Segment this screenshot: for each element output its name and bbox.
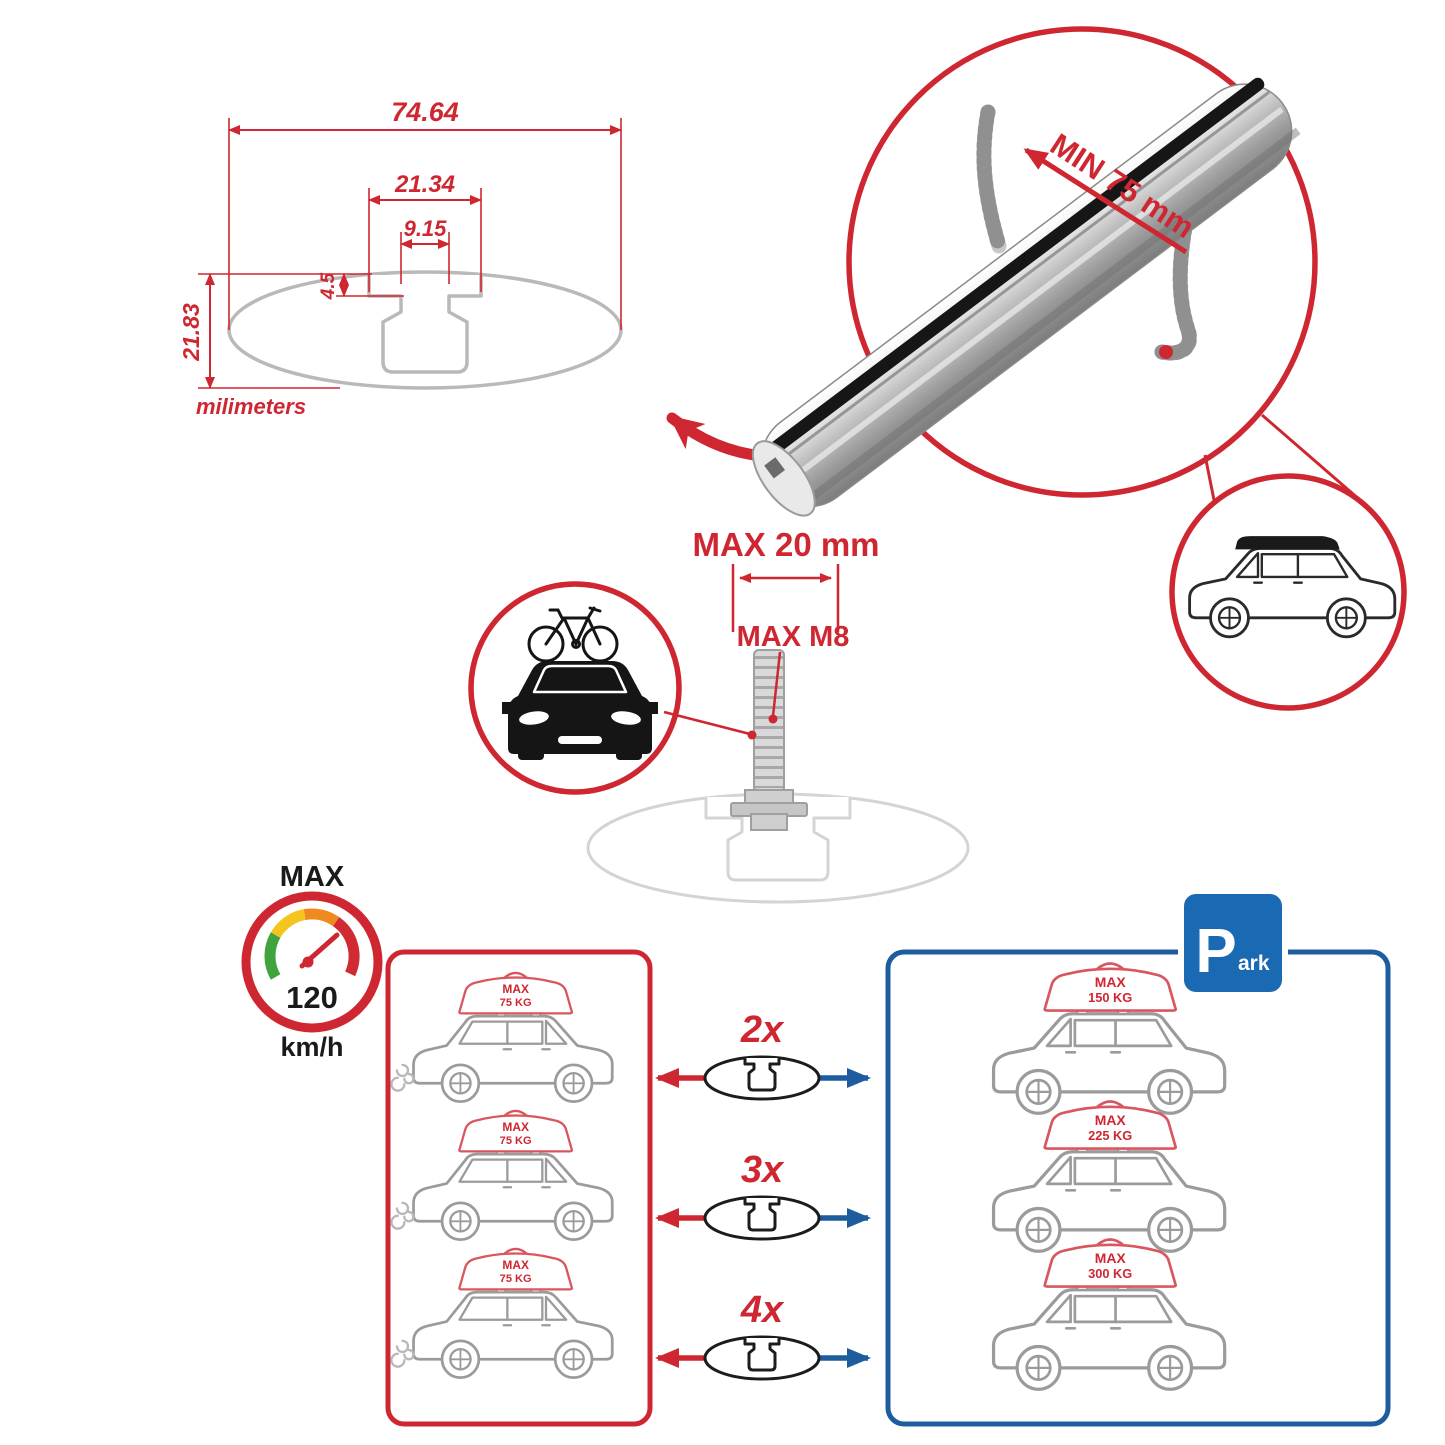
bar-count-column: 2x 3x 4x [655, 1009, 871, 1381]
bag-load-value: 75 KG [500, 1273, 532, 1285]
roof-cargo-bag: MAX 300 KG [1043, 1238, 1178, 1288]
park-sign: P ark [1178, 888, 1288, 998]
bike-callout-leader [663, 710, 751, 736]
cross-section-drawing: 74.64 21.34 9.15 4.5 21.83 milimeters [178, 97, 623, 419]
bolt-leader-dot [768, 714, 778, 724]
bar-count-row-1: 2x [655, 1009, 871, 1101]
crossbar-profile-icon [703, 1195, 821, 1241]
bike-leader-dot [747, 730, 757, 740]
dim-height-total: 21.83 [178, 303, 204, 362]
roofbox-car-callout [1169, 473, 1407, 711]
parked-car-2: MAX 225 KG [991, 1100, 1227, 1253]
bike-car-callout [468, 581, 757, 795]
park-suffix: ark [1238, 952, 1270, 975]
bag-load-value: 150 KG [1088, 990, 1132, 1005]
suv-with-roofbox-icon [1188, 536, 1397, 639]
car-front-icon [502, 661, 658, 760]
bar-count-label: 2x [740, 1009, 785, 1051]
driving-car-2: MAX 75 KG [390, 1109, 614, 1242]
dim-width-total: 74.64 [391, 97, 459, 127]
bag-max-label: MAX [502, 1120, 529, 1134]
driving-car-1: MAX 75 KG [390, 971, 614, 1104]
crossbar-profile-icon [703, 1335, 821, 1381]
speed-limit-gauge: MAX 120 km/h [241, 861, 383, 1062]
speed-max-label: MAX [280, 861, 345, 893]
parked-car-3: MAX 300 KG [991, 1238, 1227, 1391]
dim-width-inner-slot: 9.15 [404, 216, 448, 241]
bolt-dimension-lines [731, 564, 840, 717]
roof-cargo-bag: MAX 75 KG [458, 1247, 574, 1291]
gauge-pivot [302, 956, 314, 968]
bar-count-label: 4x [740, 1289, 785, 1331]
ghost-profile [586, 792, 970, 904]
bar-detail-callout: MIN 75 mm [751, 26, 1318, 517]
grip-point-dot [1159, 345, 1173, 359]
crossbar-profile-icon [703, 1055, 821, 1101]
bolt-spec-diagram: MAX 20 mm MAX M8 [586, 526, 970, 904]
roof-cargo-bag: MAX 225 KG [1043, 1100, 1178, 1150]
speed-value: 120 [286, 980, 338, 1015]
parked-panel-cars: MAX 150 KG MAX 225 KG MAX 300 KG [991, 962, 1227, 1391]
dim-step-depth: 4.5 [318, 272, 339, 300]
bar-end-cap [751, 440, 816, 517]
bag-max-label: MAX [1095, 1250, 1127, 1266]
driving-panel-cars: MAX 75 KG MAX 75 KG MAX 75 KG [390, 971, 614, 1380]
bag-load-value: 75 KG [500, 1135, 532, 1147]
bag-load-value: 75 KG [500, 997, 532, 1009]
mounting-bolt [730, 649, 808, 831]
roof-box [1235, 536, 1340, 550]
aluminium-bar [751, 77, 1301, 517]
bar-rubber-strip [762, 77, 1265, 459]
dimension-lines [205, 125, 622, 389]
bag-max-label: MAX [502, 982, 529, 996]
max-thread-label: MAX M8 [737, 621, 850, 653]
parked-car-1: MAX 150 KG [991, 962, 1227, 1115]
bag-max-label: MAX [1095, 1112, 1127, 1128]
bar-count-row-2: 3x [655, 1149, 871, 1241]
bag-max-label: MAX [1095, 974, 1127, 990]
profile-t-slot [367, 275, 483, 374]
driving-car-3: MAX 75 KG [390, 1247, 614, 1380]
speedometer-icon [264, 908, 360, 980]
max-bolt-length-label: MAX 20 mm [692, 526, 879, 563]
min-grip-arrow [1023, 147, 1188, 255]
bar-count-row-3: 4x [655, 1289, 871, 1381]
bag-max-label: MAX [502, 1258, 529, 1272]
callout-connectors [1203, 413, 1361, 506]
roof-cargo-bag: MAX 150 KG [1043, 962, 1178, 1012]
park-letter: P [1195, 917, 1236, 986]
bag-load-value: 300 KG [1088, 1266, 1132, 1281]
bar-count-label: 3x [741, 1149, 785, 1191]
units-label: milimeters [196, 394, 306, 419]
speed-unit: km/h [280, 1032, 343, 1062]
roof-cargo-bag: MAX 75 KG [458, 971, 574, 1015]
dim-width-outer-slot: 21.34 [394, 171, 455, 198]
clamp-hooks [976, 104, 1197, 361]
roof-cargo-bag: MAX 75 KG [458, 1109, 574, 1153]
bag-load-value: 225 KG [1088, 1128, 1132, 1143]
